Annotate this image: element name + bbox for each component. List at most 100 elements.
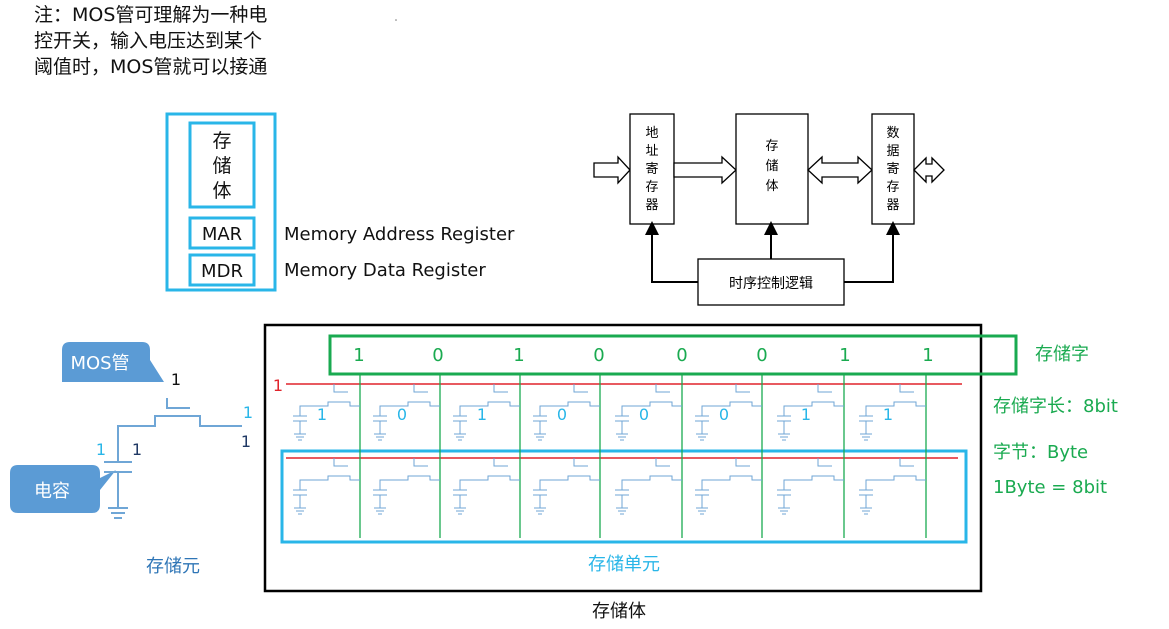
mini-channel bbox=[621, 401, 682, 416]
word-bit-6: 0 bbox=[756, 345, 767, 366]
capacitor-callout-label: 电容 bbox=[34, 481, 70, 502]
mos-callout-label: MOS管 bbox=[70, 353, 129, 374]
mini-cell-r1-c2: 0 bbox=[373, 384, 440, 441]
addr-char-2: 址 bbox=[645, 144, 658, 159]
out-value-top: 1 bbox=[243, 403, 253, 422]
data-char-5: 器 bbox=[886, 198, 899, 213]
cell-bit-4: 0 bbox=[557, 405, 567, 424]
array-caption: 存储体 bbox=[592, 601, 646, 622]
addr-to-storage-arrow bbox=[673, 155, 737, 185]
mar-box bbox=[188, 216, 256, 250]
mini-gate bbox=[333, 458, 348, 467]
data-char-4: 存 bbox=[886, 180, 899, 195]
cap-value-right: 1 bbox=[132, 440, 142, 459]
timing-to-address-line bbox=[645, 221, 698, 283]
mini-channel bbox=[299, 475, 360, 490]
block-diagram: 地 址 寄 存 器 存 储 体 数 据 寄 存 器 时序控制逻辑 bbox=[593, 113, 945, 306]
storage-word-label: 存储字 bbox=[1035, 344, 1089, 365]
block-storage-char-2: 储 bbox=[765, 159, 778, 174]
mini-cell-r2-c7 bbox=[777, 458, 844, 515]
word-bit-8: 1 bbox=[922, 345, 933, 366]
addr-char-3: 寄 bbox=[645, 161, 658, 177]
storage-cell: MOS管 1 电容 1 1 1 1 存储元 bbox=[10, 342, 253, 577]
storage-char-2: 储 bbox=[212, 155, 231, 177]
input-arrow bbox=[593, 155, 631, 185]
mini-gate bbox=[493, 458, 508, 467]
output-bidir-arrow bbox=[913, 156, 945, 184]
storage-unit-box bbox=[280, 449, 968, 544]
mini-channel bbox=[865, 401, 926, 416]
mini-cell-r2-c1 bbox=[293, 458, 360, 515]
mdr-full-name: Memory Data Register bbox=[284, 260, 486, 281]
data-char-3: 寄 bbox=[886, 161, 899, 177]
mini-channel bbox=[539, 475, 600, 490]
mini-channel bbox=[459, 401, 520, 416]
mini-cell-r2-c2 bbox=[373, 458, 440, 515]
mini-cell-r2-c4 bbox=[533, 458, 600, 515]
cell-bit-3: 1 bbox=[477, 405, 487, 424]
mini-cell-r1-c3: 1 bbox=[453, 384, 520, 441]
addr-char-4: 存 bbox=[645, 180, 658, 195]
cell-bit-7: 1 bbox=[801, 405, 811, 424]
out-value-bottom: 1 bbox=[241, 432, 251, 451]
data-register-box bbox=[871, 113, 915, 225]
mos-callout bbox=[62, 342, 164, 382]
note-line-3: 阈值时，MOS管就可以接通 bbox=[34, 56, 268, 78]
mini-gate bbox=[817, 458, 832, 467]
word-bit-3: 1 bbox=[513, 345, 524, 366]
storage-body-box bbox=[188, 121, 256, 209]
word-length-label: 存储字长：8bit bbox=[993, 396, 1118, 417]
note-line-1: 注：MOS管可理解为一种电 bbox=[34, 4, 268, 26]
mini-channel bbox=[539, 401, 600, 416]
byte-equation: 1Byte = 8bit bbox=[993, 477, 1107, 498]
mini-cell-r1-c7: 1 bbox=[777, 384, 844, 441]
mini-cell-r2-c5 bbox=[615, 458, 682, 515]
mini-gate bbox=[817, 384, 832, 393]
mini-cell-r2-c6 bbox=[695, 458, 762, 515]
mini-channel bbox=[701, 401, 762, 416]
cap-value-left: 1 bbox=[96, 440, 106, 459]
mini-cell-r1-c5: 0 bbox=[615, 384, 682, 441]
storage-char-1: 存 bbox=[212, 130, 231, 152]
block-storage-char-1: 存 bbox=[765, 139, 778, 154]
timing-logic-box bbox=[697, 258, 845, 306]
memory-outer-box bbox=[165, 112, 277, 292]
data-char-1: 数 bbox=[886, 126, 899, 141]
mini-cell-r1-c8: 1 bbox=[859, 384, 926, 441]
word-bit-1: 1 bbox=[353, 345, 364, 366]
note-text: 注：MOS管可理解为一种电 控开关，输入电压达到某个 阈值时，MOS管就可以接通 bbox=[34, 2, 267, 80]
mini-channel bbox=[701, 475, 762, 490]
block-storage-char-3: 体 bbox=[765, 179, 778, 194]
mini-gate bbox=[493, 384, 508, 393]
mdr-box bbox=[188, 253, 256, 287]
cell-caption: 存储元 bbox=[146, 556, 200, 577]
mini-gate bbox=[413, 458, 428, 467]
mini-channel bbox=[459, 475, 520, 490]
mini-channel bbox=[379, 475, 440, 490]
mini-gate bbox=[413, 384, 428, 393]
mini-gate bbox=[899, 458, 914, 467]
mini-cell-r1-c1: 1 bbox=[293, 384, 360, 441]
mini-gate bbox=[333, 384, 348, 393]
cell-bit-2: 0 bbox=[397, 405, 407, 424]
memory-structure: 存 储 体 MAR MDR Memory Address Register Me… bbox=[165, 112, 515, 292]
note-line-2: 控开关，输入电压达到某个 bbox=[34, 30, 263, 52]
mini-channel bbox=[783, 401, 844, 416]
mini-gate bbox=[573, 384, 588, 393]
mini-gate bbox=[899, 384, 914, 393]
mini-channel bbox=[783, 475, 844, 490]
mini-channel bbox=[865, 475, 926, 490]
mini-cell-r2-c3 bbox=[453, 458, 520, 515]
data-char-2: 据 bbox=[886, 144, 899, 159]
row-select-value: 1 bbox=[273, 376, 283, 395]
mini-channel bbox=[621, 475, 682, 490]
cell-bit-8: 1 bbox=[883, 405, 893, 424]
gate-wire bbox=[166, 398, 190, 409]
addr-char-1: 地 bbox=[645, 126, 658, 141]
word-bit-5: 0 bbox=[676, 345, 687, 366]
mini-cell-r1-c6: 0 bbox=[695, 384, 762, 441]
mini-cell-r2-c8 bbox=[859, 458, 926, 515]
mini-channel bbox=[299, 401, 360, 416]
mini-gate bbox=[655, 384, 670, 393]
